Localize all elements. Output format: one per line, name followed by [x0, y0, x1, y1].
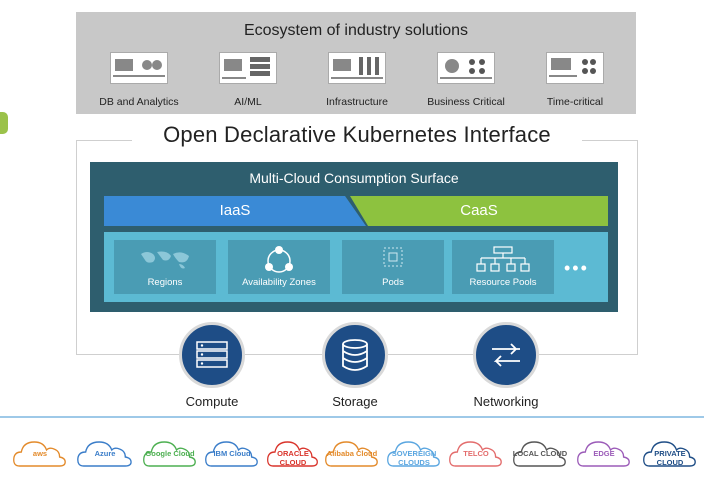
iaas-band: IaaS — [104, 196, 366, 226]
cloud-icon — [13, 441, 66, 467]
cloud-label: SOVEREIGN CLOUDS — [391, 449, 437, 467]
ecosystem-item-aiml: AI/ML — [193, 52, 303, 108]
server-time-icon — [546, 52, 604, 84]
cloud-icon — [267, 441, 318, 467]
server-rack-icon — [196, 341, 228, 368]
ecosystem-item-time-critical: Time-critical — [520, 52, 630, 108]
infra-label: Compute — [185, 394, 239, 409]
ecosystem-title: Ecosystem of industry solutions — [243, 22, 469, 39]
cloud-logo-local-cloud: LOCAL CLOUD — [512, 436, 568, 472]
iaas-label: IaaS — [219, 202, 251, 219]
cloud-label: PRIVATE CLOUD — [654, 449, 686, 467]
cloud-logo-edge: EDGE — [576, 436, 632, 472]
frame-top-line-right — [582, 140, 637, 141]
cloud-icon — [449, 441, 502, 467]
bottom-divider — [0, 416, 704, 418]
cloud-logo-aws: aws — [12, 436, 68, 472]
server-business-icon — [437, 52, 495, 84]
cloud-label: Alibaba Cloud — [326, 449, 378, 458]
ecosystem-label: AI/ML — [234, 96, 262, 108]
ecosystem-item-infrastructure: Infrastructure — [302, 52, 412, 108]
server-db-icon — [110, 52, 168, 84]
resource-regions: Regions — [114, 240, 216, 294]
edge-indicator-dot — [0, 110, 10, 136]
ecosystem-label: DB and Analytics — [99, 96, 179, 108]
cloud-label: IBM Cloud — [213, 449, 251, 458]
database-icon — [342, 339, 368, 371]
cloud-logo-telco: TELCO — [448, 436, 504, 472]
resource-pods: Pods — [342, 240, 444, 294]
ecosystem-label: Time-critical — [546, 96, 604, 108]
resource-label: Resource Pools — [469, 277, 537, 288]
pod-icon — [383, 247, 403, 267]
cloud-label: aws — [32, 449, 48, 458]
infra-compute: Compute — [152, 322, 272, 409]
caas-band: CaaS — [350, 196, 608, 226]
cloud-icon — [325, 441, 378, 467]
infra-label: Networking — [473, 394, 539, 409]
cloud-label: TELCO — [463, 449, 489, 458]
cloud-icon — [577, 441, 630, 467]
interface-title: Open Declarative Kubernetes Interface — [163, 122, 551, 147]
cloud-icon — [513, 441, 566, 467]
ecosystem-item-business-critical: Business Critical — [411, 52, 521, 108]
cloud-icon — [387, 441, 440, 467]
server-ai-icon — [219, 52, 277, 84]
cloud-logo-private-cloud: PRIVATE CLOUD — [642, 436, 698, 472]
cloud-logo-oracle-cloud: ORACLE CLOUD — [266, 436, 320, 472]
ecosystem-band: Ecosystem of industry solutions DB and A… — [76, 12, 636, 114]
resource-availability-zones: Availability Zones — [228, 240, 330, 294]
caas-label: CaaS — [460, 202, 498, 219]
cloud-icon — [643, 441, 696, 467]
cloud-icon — [143, 441, 196, 467]
more-ellipsis-icon: ••• — [564, 258, 589, 278]
ecosystem-label: Business Critical — [427, 96, 505, 108]
networking-circle — [473, 322, 539, 388]
frame-top-line-left — [76, 140, 132, 141]
cloud-label: ORACLE CLOUD — [277, 449, 309, 467]
infra-label: Storage — [332, 394, 378, 409]
cloud-label: EDGE — [593, 449, 615, 458]
ecosystem-item-db: DB and Analytics — [84, 52, 194, 108]
cloud-icon — [77, 441, 132, 467]
cloud-label: LOCAL CLOUD — [512, 449, 568, 458]
ecosystem-label: Infrastructure — [326, 96, 388, 108]
cloud-logo-azure: Azure — [76, 436, 134, 472]
cloud-label: Google Cloud — [145, 449, 195, 458]
cloud-logo-ibm-cloud: IBM Cloud — [204, 436, 260, 472]
resource-pools: Resource Pools — [452, 240, 554, 294]
compute-circle — [179, 322, 245, 388]
infra-storage: Storage — [295, 322, 415, 409]
resource-label: Availability Zones — [242, 277, 316, 288]
resource-label: Regions — [147, 277, 183, 288]
exchange-arrows-icon — [492, 343, 520, 367]
storage-circle — [322, 322, 388, 388]
infra-networking: Networking — [446, 322, 566, 409]
surface-title: Multi-Cloud Consumption Surface — [249, 170, 459, 186]
resource-strip: Regions Availability Zones Pods Resource… — [104, 232, 608, 302]
cloud-logo-alibaba-cloud: Alibaba Cloud — [324, 436, 380, 472]
cloud-logo-sovereign-clouds: SOVEREIGN CLOUDS — [386, 436, 442, 472]
cloud-icon — [205, 441, 258, 467]
hierarchy-icon — [476, 246, 530, 272]
cloud-label: Azure — [94, 449, 116, 458]
server-infra-icon — [328, 52, 386, 84]
world-map-icon — [141, 251, 189, 269]
cloud-logo-google-cloud: Google Cloud — [142, 436, 198, 472]
resource-label: Pods — [382, 277, 404, 288]
zones-icon — [265, 246, 293, 273]
